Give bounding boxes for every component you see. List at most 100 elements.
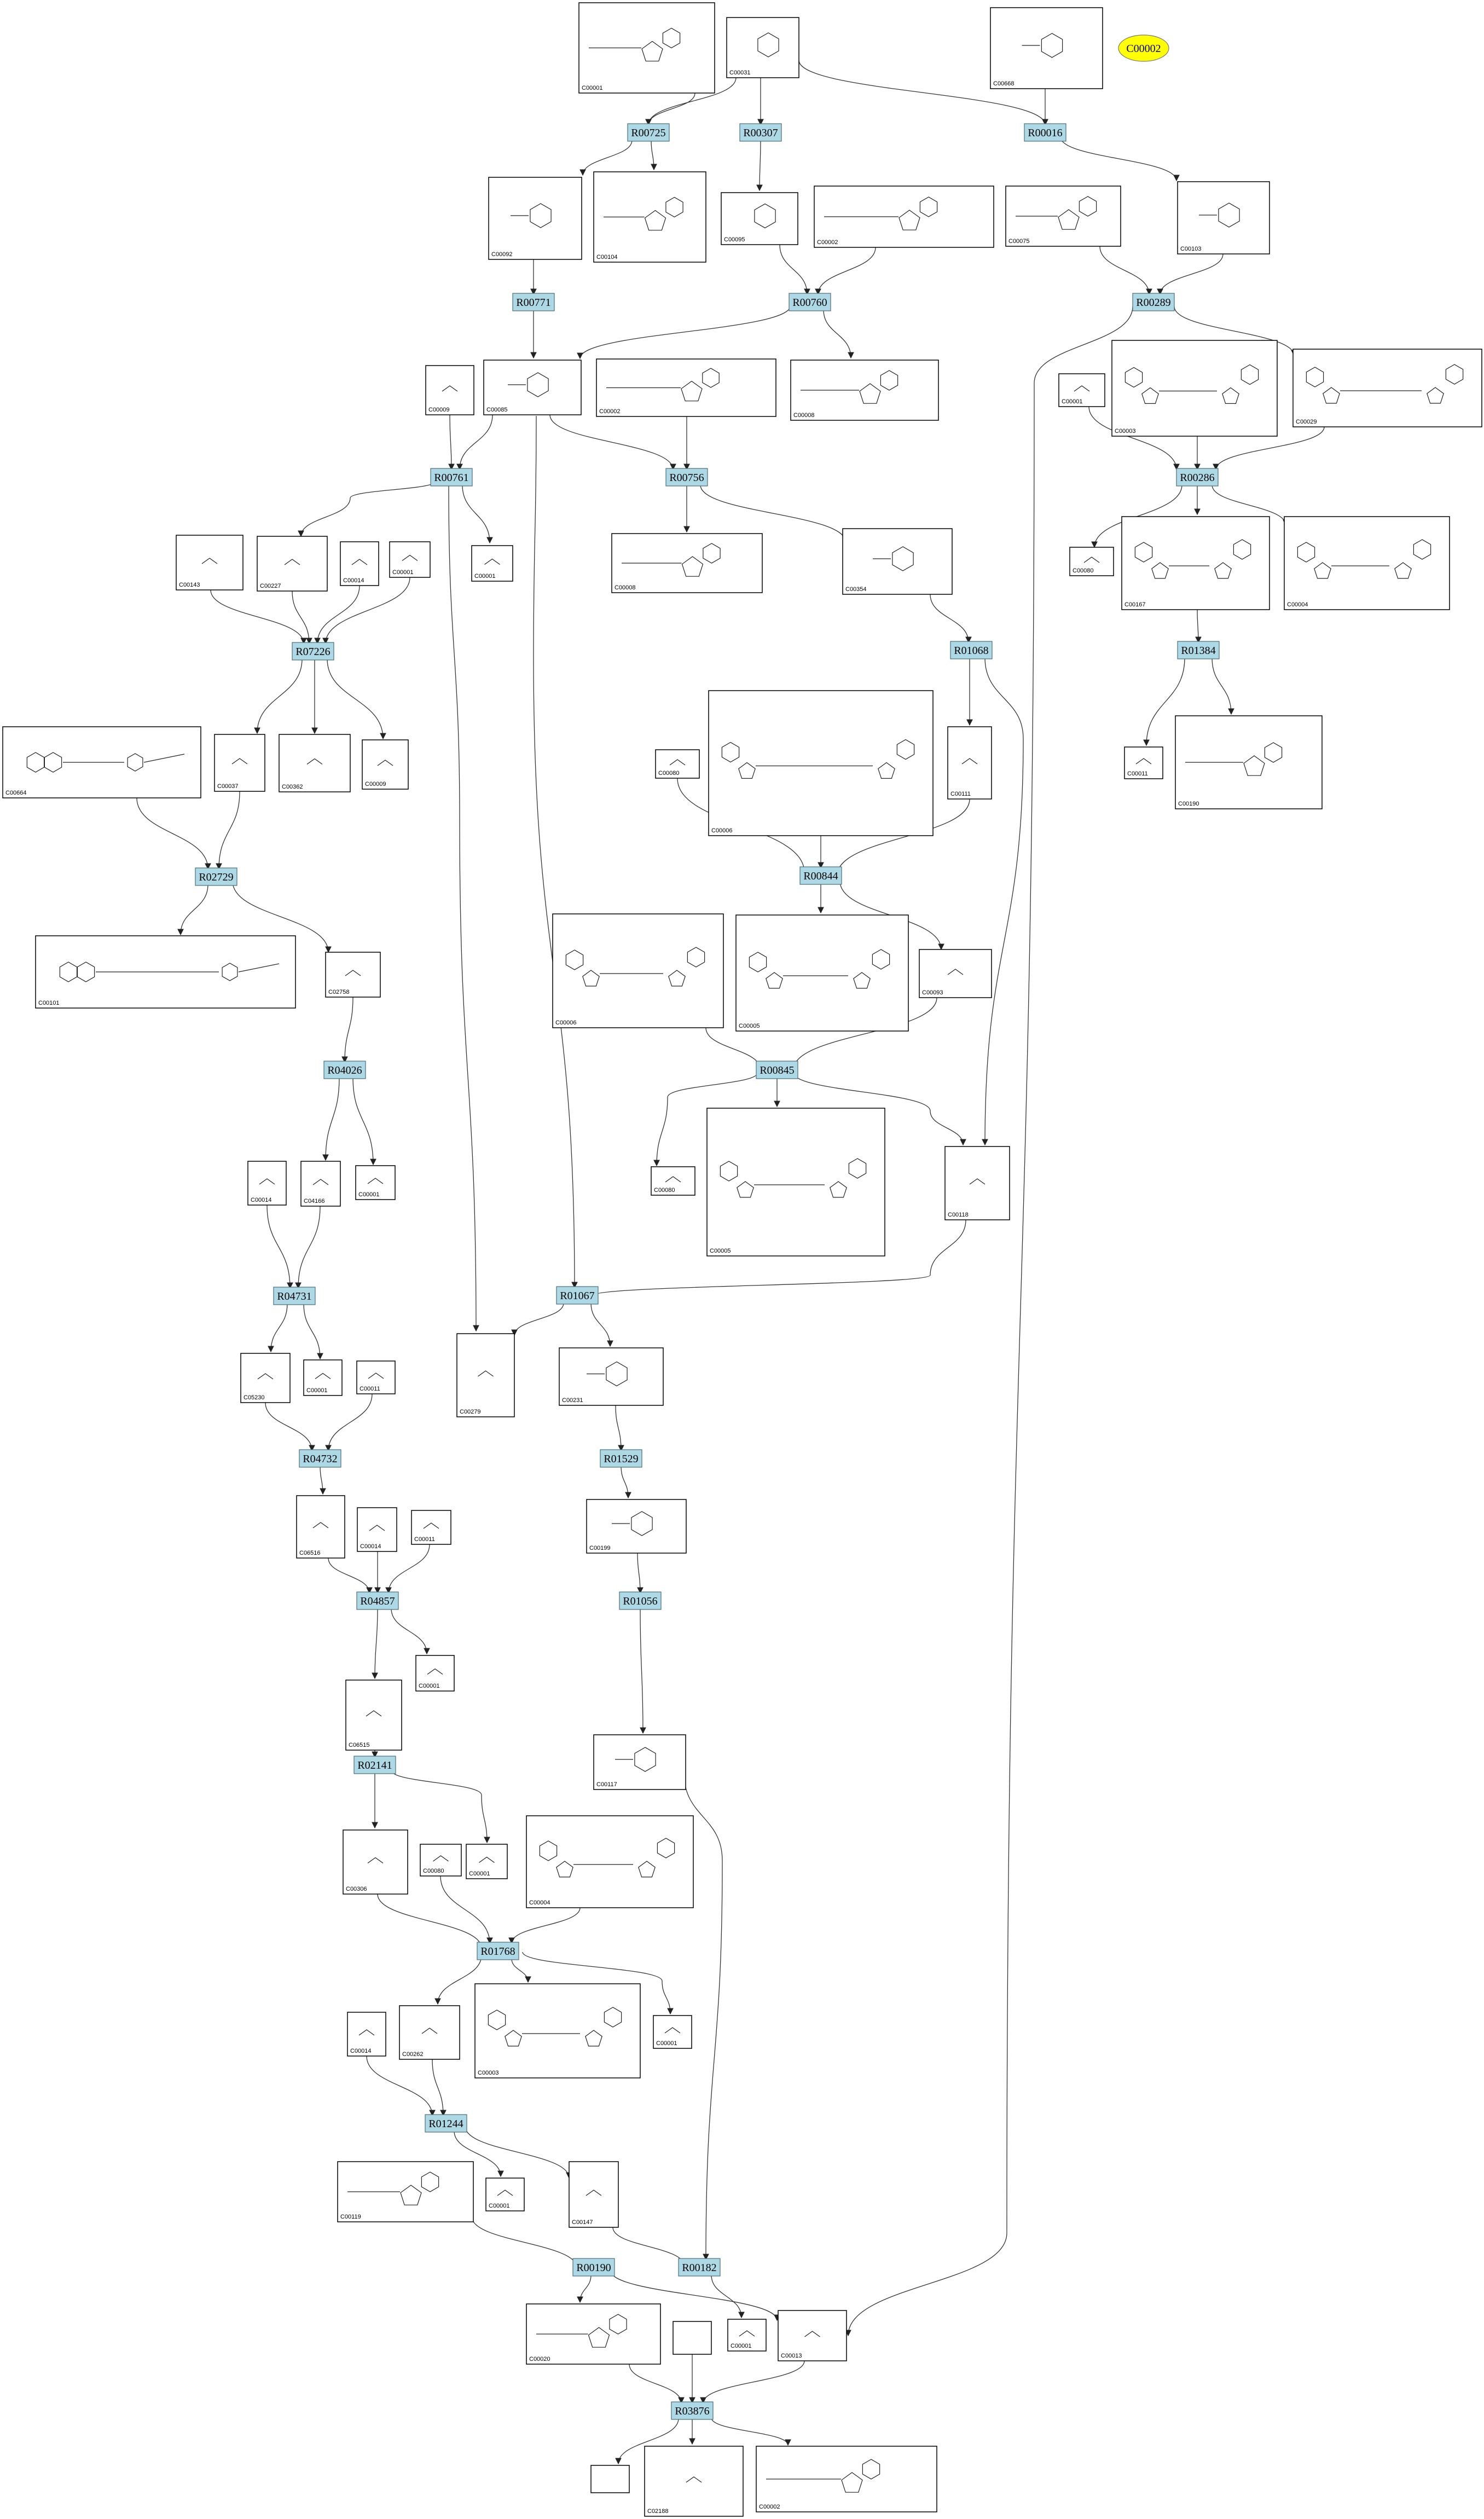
reaction-node[interactable]: R00845: [756, 1061, 798, 1079]
compound-node[interactable]: C00362: [279, 734, 351, 792]
reaction-node[interactable]: R01768: [477, 1942, 519, 1960]
compound-node[interactable]: C00092: [488, 177, 582, 260]
reaction-node[interactable]: R07226: [292, 642, 334, 661]
reaction-node[interactable]: R04026: [323, 1061, 366, 1079]
compound-node[interactable]: C00167: [1121, 516, 1270, 610]
compound-node[interactable]: C00227: [257, 536, 328, 592]
compound-node[interactable]: C00001: [389, 541, 431, 578]
compound-node[interactable]: C06516: [296, 1495, 345, 1559]
compound-node[interactable]: [673, 2321, 712, 2355]
reaction-node[interactable]: R00289: [1132, 293, 1175, 311]
reaction-node[interactable]: R02141: [353, 1756, 396, 1774]
compound-node[interactable]: C00029: [1292, 349, 1482, 427]
compound-node[interactable]: C00011: [1124, 746, 1163, 779]
compound-node[interactable]: C00001: [471, 545, 513, 582]
compound-node[interactable]: C00002: [756, 2446, 937, 2512]
compound-node[interactable]: C02758: [325, 952, 381, 998]
compound-node[interactable]: C00085: [483, 360, 582, 415]
compound-node[interactable]: C00006: [708, 690, 934, 836]
reaction-node[interactable]: R04731: [273, 1287, 316, 1305]
compound-node[interactable]: C00001: [415, 1655, 455, 1692]
compound-node[interactable]: C00103: [1177, 181, 1270, 254]
reaction-node[interactable]: R00286: [1176, 468, 1219, 487]
reaction-node[interactable]: R00016: [1024, 123, 1066, 142]
compound-node[interactable]: C00001: [485, 2178, 525, 2211]
compound-node[interactable]: C00008: [611, 533, 763, 593]
compound-node[interactable]: C00279: [456, 1333, 515, 1417]
compound-node[interactable]: C00001: [1058, 373, 1105, 407]
compound-node[interactable]: C00014: [340, 541, 379, 586]
compound-node[interactable]: C00143: [176, 535, 244, 590]
reaction-node[interactable]: R00756: [665, 468, 708, 487]
reaction-node[interactable]: R01068: [950, 641, 993, 659]
compound-node[interactable]: C00080: [420, 1844, 462, 1877]
compound-node[interactable]: C00003: [474, 1983, 641, 2078]
reaction-node[interactable]: R00760: [789, 293, 831, 311]
reaction-node[interactable]: R00182: [678, 2258, 721, 2277]
reaction-node[interactable]: R00844: [799, 866, 842, 885]
compound-node[interactable]: C05230: [240, 1353, 291, 1403]
compound-node[interactable]: C00001: [303, 1359, 343, 1396]
compound-node[interactable]: C00001: [578, 2, 715, 94]
compound-node[interactable]: C00011: [411, 1510, 451, 1545]
compound-node[interactable]: C02188: [644, 2446, 744, 2517]
reaction-node[interactable]: R00307: [739, 123, 782, 142]
compound-node[interactable]: C00008: [790, 360, 939, 421]
compound-node[interactable]: C00664: [2, 726, 201, 798]
compound-node[interactable]: C00037: [214, 734, 265, 792]
reaction-node[interactable]: R01056: [619, 1591, 662, 1610]
compound-node[interactable]: C00009: [425, 365, 474, 415]
reaction-node[interactable]: R04732: [299, 1449, 341, 1468]
compound-node[interactable]: C00006: [552, 913, 724, 1028]
reaction-node[interactable]: R01067: [556, 1286, 599, 1305]
reaction-node[interactable]: R01384: [1177, 641, 1220, 659]
compound-node[interactable]: C00014: [357, 1507, 397, 1552]
compound-node[interactable]: C00001: [466, 1844, 508, 1879]
compound-node[interactable]: C00020: [526, 2303, 661, 2365]
compound-node[interactable]: C00003: [1111, 340, 1278, 437]
compound-node[interactable]: C00002: [814, 186, 994, 248]
compound-node[interactable]: C00668: [990, 7, 1103, 89]
compound-node[interactable]: C00262: [399, 2005, 460, 2060]
reaction-node[interactable]: R03876: [671, 2401, 714, 2420]
highlighted-compound[interactable]: C00002: [1118, 34, 1169, 62]
reaction-node[interactable]: R00771: [512, 293, 555, 311]
compound-node[interactable]: C00005: [735, 914, 909, 1032]
compound-node[interactable]: C00001: [727, 2319, 767, 2352]
compound-node[interactable]: C00093: [919, 949, 992, 998]
compound-node[interactable]: C00118: [944, 1146, 1010, 1220]
reaction-node[interactable]: R00725: [627, 123, 670, 142]
reaction-node[interactable]: R00761: [430, 468, 473, 487]
compound-node[interactable]: C00005: [706, 1108, 885, 1256]
compound-node[interactable]: C00075: [1005, 186, 1121, 247]
compound-node[interactable]: C04166: [300, 1161, 341, 1207]
compound-node[interactable]: C00001: [355, 1165, 396, 1200]
compound-node[interactable]: C00354: [842, 528, 953, 595]
compound-node[interactable]: C00306: [343, 1829, 408, 1895]
compound-node[interactable]: C00111: [947, 726, 992, 800]
compound-node[interactable]: [590, 2465, 630, 2493]
compound-node[interactable]: C00231: [559, 1347, 664, 1406]
compound-node[interactable]: C06515: [345, 1680, 402, 1751]
compound-node[interactable]: C00119: [337, 2161, 474, 2222]
compound-node[interactable]: C00031: [726, 17, 799, 78]
compound-node[interactable]: C00117: [593, 1734, 686, 1790]
compound-node[interactable]: C00080: [1069, 547, 1114, 576]
reaction-node[interactable]: R04857: [356, 1591, 399, 1610]
compound-node[interactable]: C00004: [1284, 516, 1450, 610]
compound-node[interactable]: C00147: [569, 2161, 619, 2228]
reaction-node[interactable]: R01529: [600, 1449, 642, 1468]
compound-node[interactable]: C00190: [1175, 715, 1323, 809]
compound-node[interactable]: C00004: [526, 1815, 694, 1908]
compound-node[interactable]: C00101: [35, 935, 296, 1009]
compound-node[interactable]: C00014: [347, 2012, 386, 2057]
compound-node[interactable]: C00001: [653, 2015, 692, 2049]
reaction-node[interactable]: R02729: [195, 867, 237, 886]
reaction-node[interactable]: R00190: [572, 2258, 615, 2277]
compound-node[interactable]: C00009: [362, 739, 409, 790]
reaction-node[interactable]: R01244: [425, 2114, 467, 2133]
compound-node[interactable]: C00014: [247, 1161, 287, 1206]
compound-node[interactable]: C00080: [655, 749, 700, 779]
compound-node[interactable]: C00013: [778, 2310, 847, 2361]
compound-node[interactable]: C00080: [651, 1166, 695, 1196]
